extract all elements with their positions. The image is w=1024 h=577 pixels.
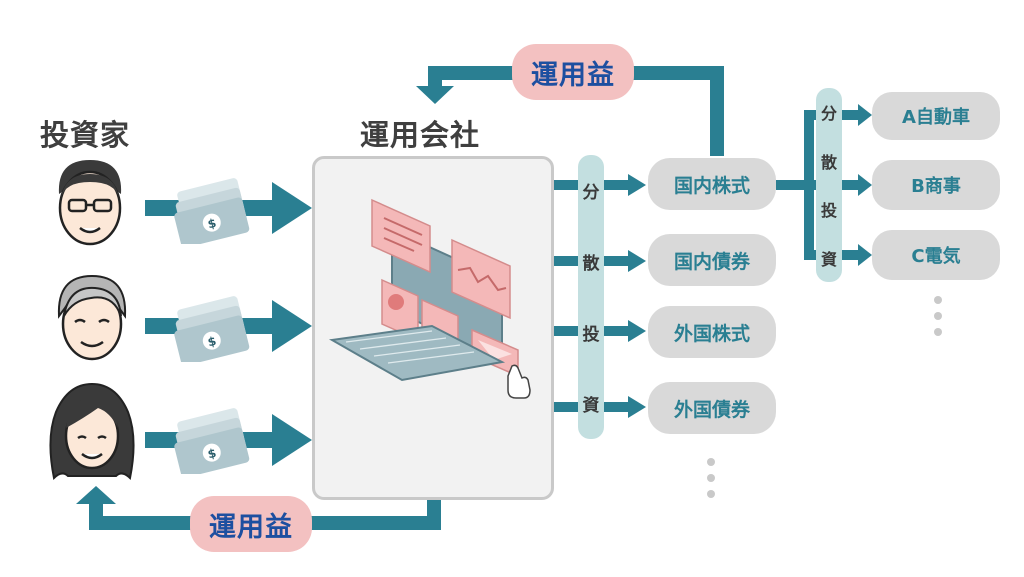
company-c-electric: C電気: [872, 230, 1000, 280]
investor-woman-icon: [49, 382, 135, 481]
money-bills-icon: $: [174, 296, 250, 362]
company-b-trading: B商事: [872, 160, 1000, 210]
asset-class-foreign-stocks: 外国株式: [648, 306, 776, 358]
asset-class-domestic-bonds: 国内債券: [648, 234, 776, 286]
diversify-char: 投: [820, 201, 837, 221]
money-bills-icon: $: [174, 178, 250, 244]
ellipsis-dots-icon: [707, 458, 715, 506]
company-box: [312, 156, 554, 500]
money-symbol: $: [206, 334, 217, 350]
diversify-char: 資: [820, 249, 837, 269]
profit-label-top: 運用益: [512, 44, 634, 100]
company-heading: 運用会社: [360, 118, 481, 152]
diversify-char: 散: [582, 254, 600, 274]
money-symbol: $: [206, 216, 217, 232]
computer-workstation-icon: [328, 198, 531, 399]
asset-class-domestic-stocks: 国内株式: [648, 158, 776, 210]
company-a-motors: A自動車: [872, 92, 1000, 140]
diversify-bar-main: 分 散 投 資: [578, 155, 604, 439]
money-symbol: $: [206, 446, 217, 462]
investor-man-glasses-icon: [58, 160, 122, 246]
diversify-char: 投: [582, 325, 600, 345]
money-bills-icon: $: [174, 408, 250, 474]
investor-older-man-icon: [57, 274, 127, 361]
diversify-char: 分: [582, 183, 600, 203]
diversify-bar-stocks: 分 散 投 資: [816, 88, 842, 282]
diversify-char: 散: [820, 152, 837, 172]
ellipsis-dots-icon: [934, 296, 942, 344]
profit-label-bottom: 運用益: [190, 496, 312, 552]
investors-heading: 投資家: [40, 118, 131, 152]
diversify-char: 分: [820, 104, 837, 124]
asset-class-foreign-bonds: 外国債券: [648, 382, 776, 434]
diversify-char: 資: [582, 396, 600, 416]
